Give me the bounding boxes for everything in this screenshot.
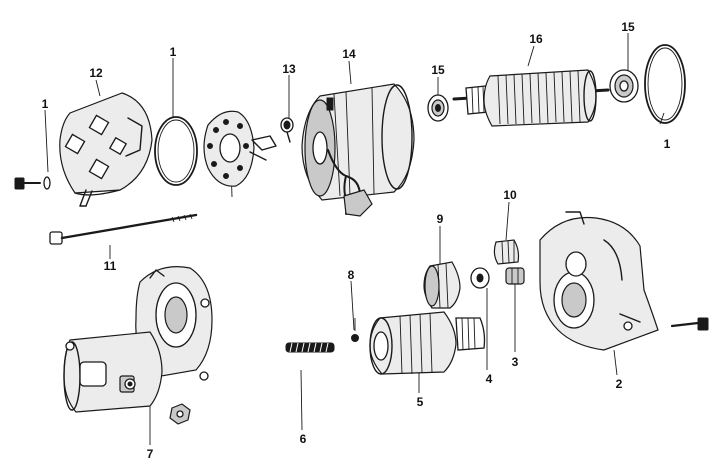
- part-13-brush: [280, 117, 294, 143]
- callout-7: 7: [147, 447, 154, 461]
- part-12-end-frame: [59, 92, 153, 207]
- part-16-armature: [452, 69, 610, 127]
- callout-2: 2: [616, 377, 623, 391]
- callout-1-mid: 1: [170, 45, 177, 59]
- part-15-bearing-right: [609, 69, 639, 103]
- part-3-roller: [505, 267, 525, 285]
- callout-8: 8: [348, 268, 355, 282]
- callout-15-right: 15: [621, 20, 635, 34]
- callout-6: 6: [300, 432, 307, 446]
- callout-14: 14: [342, 47, 356, 61]
- part-11-through-bolt: [49, 213, 198, 245]
- part-1-o-ring-left-inner: [157, 119, 195, 183]
- callout-15-mid: 15: [431, 63, 445, 77]
- part-1-o-ring-left: [154, 116, 198, 186]
- bolt-washer-left: [14, 176, 51, 190]
- callout-1-left: 1: [42, 97, 49, 111]
- part-6-return-spring: [285, 342, 335, 353]
- part-14-field-frame: [301, 83, 415, 217]
- part-1-o-ring-right-inner: [647, 47, 683, 121]
- part-9-idler-gear: [423, 261, 461, 309]
- callout-5: 5: [417, 395, 424, 409]
- part-8-steel-ball: [351, 318, 359, 342]
- part-15-bearing-mid: [427, 94, 449, 122]
- callout-4: 4: [486, 372, 493, 386]
- part-5-starter-clutch: [369, 311, 486, 375]
- callout-labels: 1 1 1 2 3 4 5 6 7 8 9 10 11 12 13 14 15 …: [42, 20, 671, 461]
- part-7-solenoid-housing: [63, 266, 213, 425]
- callout-3: 3: [512, 355, 519, 369]
- callout-11: 11: [104, 259, 117, 273]
- part-2-drive-housing: [539, 211, 709, 351]
- callout-1-right: 1: [664, 137, 671, 151]
- part-1-o-ring-right: [644, 44, 686, 124]
- brush-plate: [203, 110, 277, 187]
- callout-16: 16: [529, 32, 543, 46]
- callout-9: 9: [437, 212, 444, 226]
- part-10-pinion-gear: [493, 239, 520, 265]
- part-4-retainer: [470, 267, 490, 289]
- callout-10: 10: [503, 188, 517, 202]
- callout-12: 12: [89, 66, 103, 80]
- callout-13: 13: [282, 62, 296, 76]
- leader-lines: [44, 33, 665, 445]
